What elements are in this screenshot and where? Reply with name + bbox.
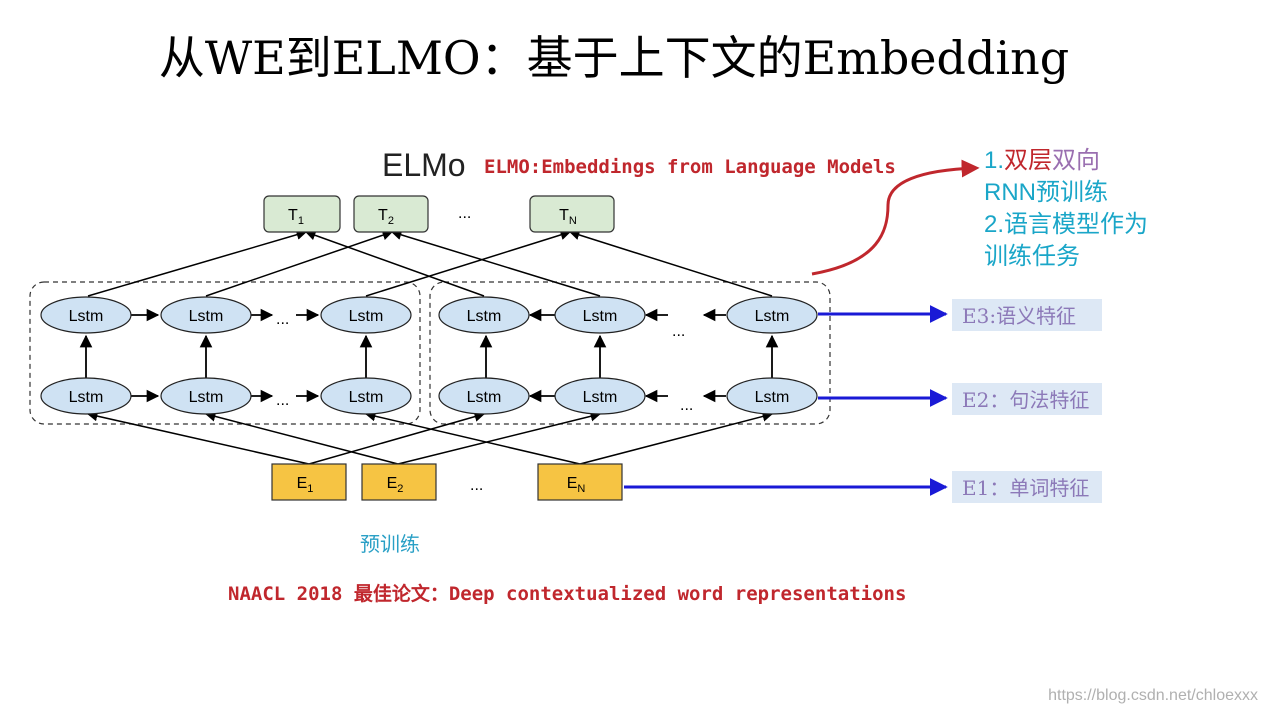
note-training-task: 训练任务 — [984, 243, 1080, 270]
note-bidirectional: 双向 — [1052, 147, 1100, 174]
red-curved-arrow — [811, 159, 980, 276]
lstm-cell: Lstm — [320, 296, 412, 334]
output-main: T — [288, 207, 298, 224]
lstm-cell: Lstm — [554, 296, 646, 334]
embedding-connections — [86, 410, 774, 465]
embedding-main: E — [567, 475, 578, 492]
paper-caption: NAACL 2018 最佳论文：Deep contextualized word… — [228, 582, 906, 605]
pretrain-label: 预训练 — [360, 533, 420, 556]
lstm-label: Lstm — [755, 308, 790, 325]
ellipsis-embeddings: ... — [470, 477, 483, 494]
lstm-cell: Lstm — [438, 296, 530, 334]
feature-label-e3: E3:语义特征 — [962, 304, 1076, 328]
output-main: T — [378, 207, 388, 224]
lstm-cell: Lstm — [726, 377, 818, 415]
svg-text:T2: T2 — [378, 207, 394, 227]
ellipsis-fwd-top: ... — [276, 311, 289, 328]
output-box: T1 — [263, 195, 341, 233]
output-sub: 1 — [298, 215, 304, 227]
ellipsis-outputs: ... — [458, 205, 471, 222]
output-sub: N — [569, 215, 577, 227]
feature-labels: E3:语义特征 E2：句法特征 E1：单词特征 — [952, 299, 1102, 503]
lstm-cell: Lstm — [320, 377, 412, 415]
forward-lstm-group — [29, 281, 421, 425]
watermark: https://blog.csdn.net/chloexxx — [1048, 687, 1258, 704]
lstm-cell: Lstm — [160, 377, 252, 415]
output-connections — [87, 229, 773, 297]
embedding-box: EN — [537, 463, 623, 501]
lstm-label: Lstm — [583, 308, 618, 325]
feature-arrows — [624, 305, 948, 496]
elmo-subtitle: ELMO:Embeddings from Language Models — [484, 156, 896, 178]
feature-label-e1: E1：单词特征 — [962, 476, 1089, 500]
note-double-layer: 双层 — [1004, 147, 1052, 174]
lstm-layer-2: Lstm Lstm Lstm Lstm Lstm Lstm — [40, 296, 818, 334]
slide-title: 从WE到ELMO：基于上下文的Embedding — [158, 31, 1070, 85]
lstm-layer-1: Lstm Lstm Lstm Lstm Lstm Lstm — [40, 377, 818, 415]
lstm-label: Lstm — [189, 308, 224, 325]
lstm-label: Lstm — [349, 308, 384, 325]
embedding-main: E — [297, 475, 308, 492]
recurrent-connections — [131, 308, 726, 403]
note-number-1: 1. — [984, 147, 1004, 174]
embedding-sub: 2 — [397, 483, 403, 495]
elmo-heading: ELMo — [382, 147, 466, 183]
svg-text:T1: T1 — [288, 207, 304, 227]
lstm-label: Lstm — [755, 389, 790, 406]
output-box: TN — [529, 195, 615, 233]
lstm-label: Lstm — [467, 308, 502, 325]
lstm-cell: Lstm — [40, 377, 132, 415]
output-main: T — [559, 207, 569, 224]
embedding-box: E1 — [271, 463, 347, 501]
ellipsis-bwd-bottom: ... — [680, 397, 693, 414]
embedding-layer: E1 E2 EN — [271, 463, 623, 501]
lstm-cell: Lstm — [554, 377, 646, 415]
vertical-connections — [79, 334, 779, 378]
svg-text:1.双层双向: 1.双层双向 — [984, 147, 1100, 174]
lstm-label: Lstm — [189, 389, 224, 406]
lstm-label: Lstm — [69, 308, 104, 325]
notes: 1.双层双向 RNN预训练 2.语言模型作为 训练任务 — [984, 147, 1148, 270]
svg-text:E1: E1 — [297, 475, 314, 495]
lstm-cell: Lstm — [160, 296, 252, 334]
note-rnn-pretrain: RNN预训练 — [984, 179, 1108, 206]
embedding-sub: N — [577, 483, 585, 495]
lstm-label: Lstm — [583, 389, 618, 406]
svg-text:E2: E2 — [387, 475, 404, 495]
embedding-main: E — [387, 475, 398, 492]
embedding-box: E2 — [361, 463, 437, 501]
embedding-sub: 1 — [307, 483, 313, 495]
output-layer: T1 T2 TN — [263, 195, 615, 233]
note-lm-task: 2.语言模型作为 — [984, 211, 1148, 238]
output-sub: 2 — [388, 215, 394, 227]
lstm-cell: Lstm — [40, 296, 132, 334]
lstm-cell: Lstm — [726, 296, 818, 334]
lstm-label: Lstm — [467, 389, 502, 406]
lstm-label: Lstm — [69, 389, 104, 406]
backward-lstm-group — [429, 281, 831, 425]
ellipsis-bwd-top: ... — [672, 323, 685, 340]
lstm-label: Lstm — [349, 389, 384, 406]
lstm-cell: Lstm — [438, 377, 530, 415]
output-box: T2 — [353, 195, 429, 233]
svg-text:EN: EN — [567, 475, 586, 495]
ellipsis-fwd-bottom: ... — [276, 392, 289, 409]
svg-text:TN: TN — [559, 207, 577, 227]
feature-label-e2: E2：句法特征 — [962, 388, 1089, 412]
